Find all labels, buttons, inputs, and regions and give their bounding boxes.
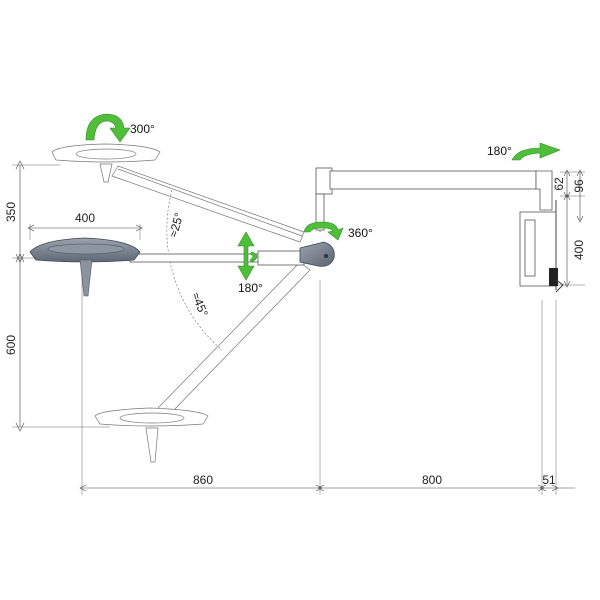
- dim-arm-reach-label: 860: [193, 473, 213, 487]
- upper-position-arm: [111, 165, 305, 243]
- angle-up-label: ≈25°: [166, 211, 186, 239]
- rotation-arrow-hub-tilt: 180°: [237, 231, 263, 295]
- main-arm: [129, 250, 305, 266]
- dim-bracket-height-label: 400: [572, 240, 586, 260]
- main-lamp-head: [29, 237, 141, 297]
- dim-mount-top-label: 96: [572, 179, 586, 193]
- upper-lamp-head: [51, 143, 161, 183]
- rotation-wall-arm-label: 180°: [487, 144, 512, 158]
- extension-arm: [315, 167, 553, 232]
- dim-lamp-diameter-label: 400: [75, 211, 95, 225]
- rotation-arrow-lamp-head: 300°: [85, 113, 155, 143]
- lower-position-arm: [157, 261, 311, 417]
- angle-arc: ≈25° ≈45°: [166, 189, 223, 351]
- hub: [299, 241, 335, 267]
- rotation-arrow-hub: 360°: [303, 221, 373, 241]
- wall-bracket: [519, 200, 564, 293]
- dim-mount-top: 96: [572, 169, 586, 223]
- dim-mount-gap-label: 62: [552, 177, 566, 191]
- dim-upper-height-label: 350: [4, 202, 18, 222]
- dim-upper-height: 350: [4, 160, 25, 263]
- dim-lower-height: 600: [4, 253, 25, 432]
- dim-extension-reach: 800: [317, 473, 545, 492]
- dim-bracket-height: 400: [563, 193, 586, 288]
- rotation-hub-tilt-label: 180°: [238, 281, 263, 295]
- dim-lower-height-label: 600: [4, 335, 18, 355]
- dim-wall-offset-label: 51: [542, 473, 556, 487]
- angle-down-label: ≈45°: [189, 290, 211, 318]
- dim-extension-reach-label: 800: [422, 473, 442, 487]
- rotation-hub-label: 360°: [348, 226, 373, 240]
- dim-mount-gap: 62: [552, 169, 571, 199]
- rotation-lamp-head-label: 300°: [130, 122, 155, 136]
- dim-arm-reach: 860: [79, 473, 323, 492]
- lower-lamp-head: [94, 407, 209, 463]
- dim-wall-offset: 51: [539, 473, 575, 492]
- extension-lines: [12, 164, 585, 495]
- rotation-arrow-wall-arm: 180°: [487, 142, 561, 161]
- dim-lamp-diameter: 400: [27, 211, 143, 232]
